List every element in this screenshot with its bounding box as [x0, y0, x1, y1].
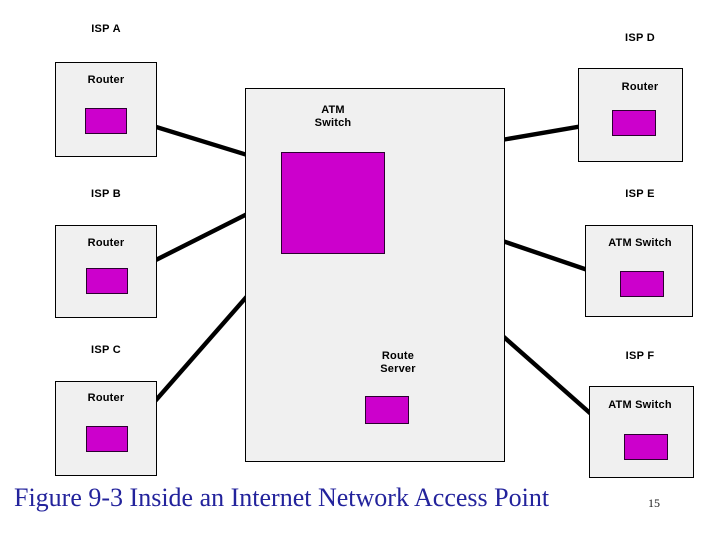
- atm-switch-device[interactable]: [281, 152, 385, 254]
- route-server-device[interactable]: [365, 396, 409, 424]
- isp-d-device[interactable]: [612, 110, 656, 136]
- isp-d-device-title: Router: [621, 81, 659, 93]
- isp-b-label: ISP B: [90, 188, 122, 200]
- isp-b-device[interactable]: [86, 268, 128, 294]
- isp-c-device[interactable]: [86, 426, 128, 452]
- isp-a-device[interactable]: [85, 108, 127, 134]
- atm-switch-title: ATM Switch: [314, 104, 352, 129]
- isp-e-device[interactable]: [620, 271, 664, 297]
- isp-f-device[interactable]: [624, 434, 668, 460]
- isp-d-label: ISP D: [624, 32, 656, 44]
- route-server-title: Route Server: [380, 350, 416, 375]
- isp-b-device-title: Router: [87, 237, 125, 249]
- page-number: 15: [648, 496, 660, 510]
- isp-e-label: ISP E: [625, 188, 655, 200]
- isp-f-label: ISP F: [625, 350, 655, 362]
- isp-e-device-title: ATM Switch: [608, 237, 672, 249]
- isp-f-panel: [589, 386, 694, 478]
- isp-c-label: ISP C: [90, 344, 122, 356]
- isp-a-label: ISP A: [91, 23, 121, 35]
- figure-caption: Figure 9-3 Inside an Internet Network Ac…: [14, 483, 550, 512]
- isp-a-device-title: Router: [87, 74, 125, 86]
- isp-f-device-title: ATM Switch: [608, 399, 672, 411]
- isp-c-device-title: Router: [87, 392, 125, 404]
